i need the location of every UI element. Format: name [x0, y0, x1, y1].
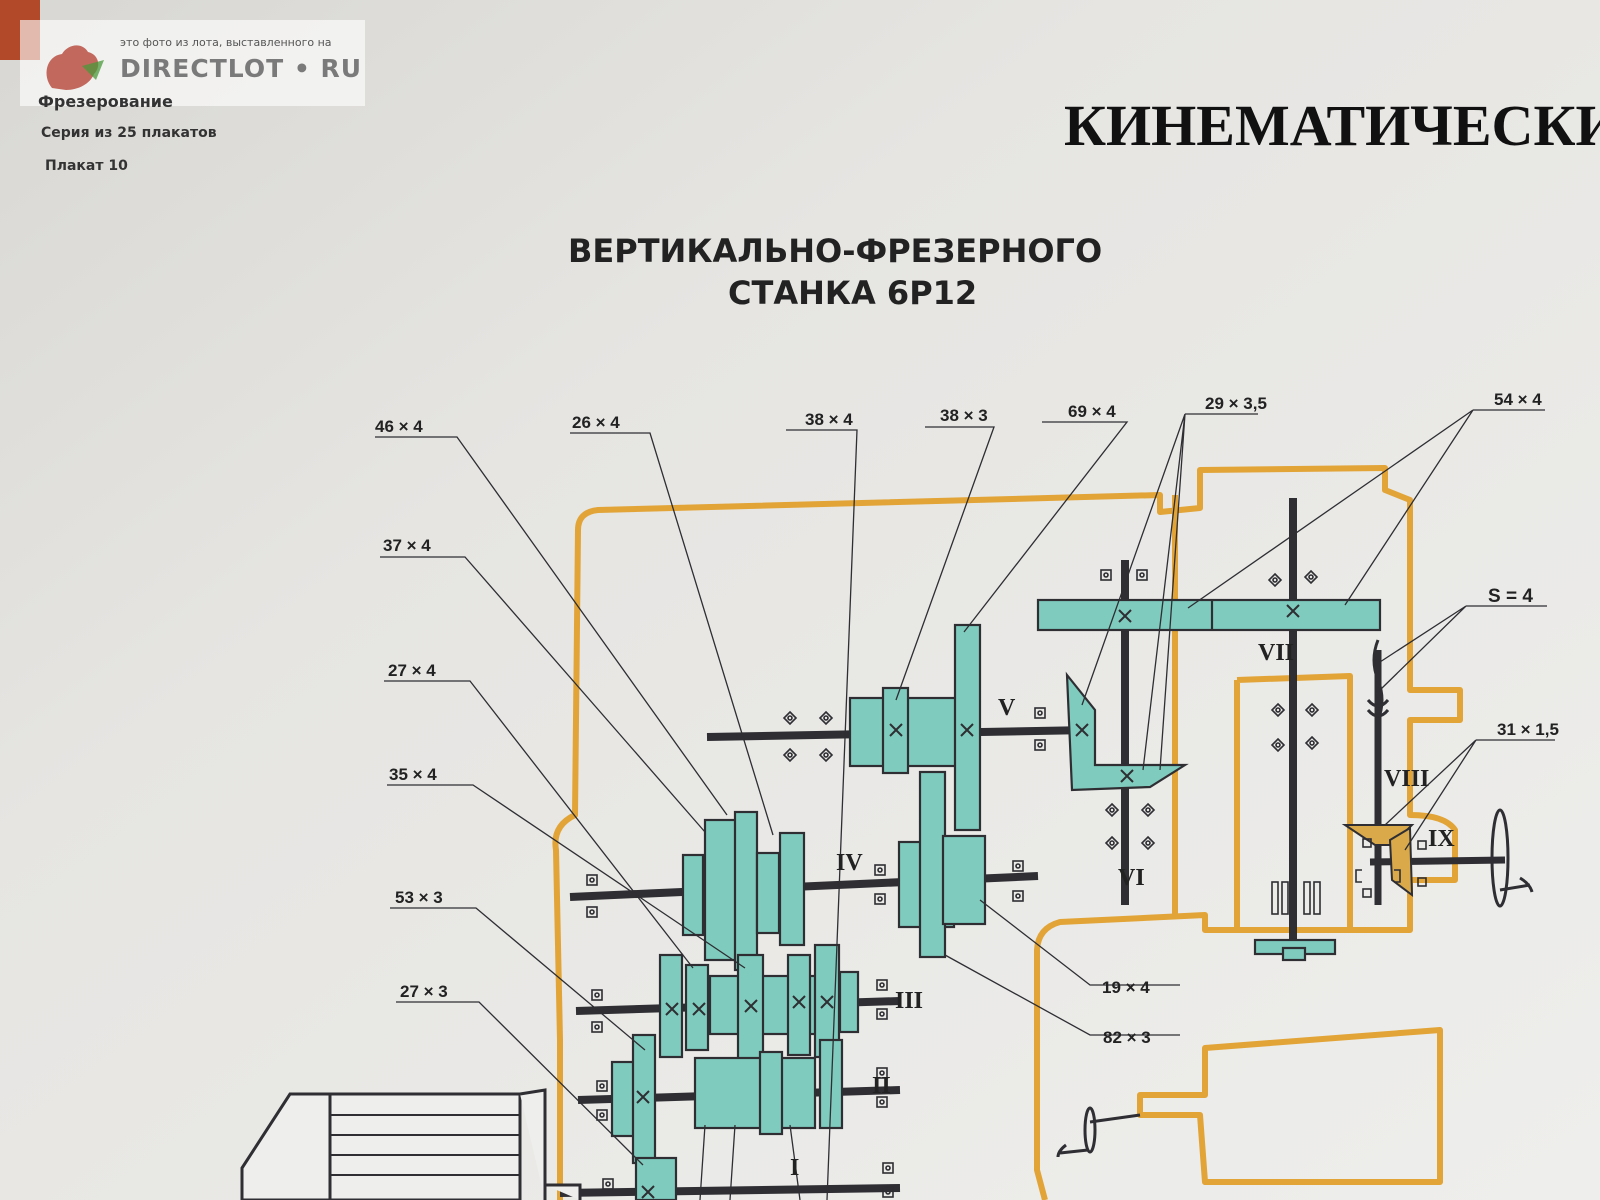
label-shaft-I: I — [790, 1155, 799, 1181]
gear-37x4 — [658, 953, 684, 1059]
label-s4: S = 4 — [1488, 586, 1533, 607]
gear-82x3 — [918, 770, 947, 959]
gear-69x4 — [953, 623, 982, 832]
gear-block-ii-b — [758, 1050, 784, 1136]
gear-block-iii-d — [838, 970, 860, 1034]
label-31x1-5: 31 × 1,5 — [1497, 720, 1559, 739]
gear-29x3-5-bevel — [1065, 671, 1189, 792]
label-29x3-5: 29 × 3,5 — [1205, 394, 1267, 413]
gear-block-iv-left — [681, 853, 705, 937]
subtitle-line2: СТАНКА 6Р12 — [728, 274, 978, 312]
handwheel-ix — [1455, 808, 1534, 908]
shaft-labels: I II III IV V VI VII VIII IX — [790, 640, 1455, 1181]
poster-number: Плакат 10 — [45, 158, 128, 174]
watermark-caption: это фото из лота, выставленного на — [120, 36, 332, 49]
label-38x3: 38 × 3 — [940, 406, 988, 425]
subject-label: Фрезерование — [38, 92, 173, 111]
label-shaft-VI: VI — [1118, 865, 1145, 891]
machine-frame-outline — [552, 465, 1463, 1200]
watermark-brand: DIRECTLOT • RU — [120, 54, 363, 83]
label-27x3: 27 × 3 — [400, 982, 448, 1001]
gear-54x4-pair — [1036, 598, 1382, 632]
label-53x3: 53 × 3 — [395, 888, 443, 907]
gear-labels: 46 × 4 26 × 4 38 × 4 38 × 3 69 × 4 29 × … — [375, 390, 1559, 1047]
handwheel-table — [1056, 1106, 1141, 1158]
page-title: КИНЕМАТИЧЕСКИ — [1064, 93, 1600, 158]
gear-block-ii-a — [610, 1060, 636, 1138]
squirrel-logo-icon — [46, 45, 104, 90]
label-27x4: 27 × 4 — [388, 661, 436, 680]
series-label: Серия из 25 плакатов — [41, 125, 217, 141]
gear-19x4 — [941, 834, 987, 926]
label-35x4: 35 × 4 — [389, 765, 437, 784]
leader-lines — [375, 409, 1555, 1200]
label-82x3: 82 × 3 — [1103, 1028, 1151, 1047]
subtitle-line1: ВЕРТИКАЛЬНО-ФРЕЗЕРНОГО — [568, 232, 1103, 270]
gears — [610, 598, 1382, 1200]
bearings — [586, 569, 1427, 1198]
gear-block-iii — [708, 974, 832, 1036]
label-69x4: 69 × 4 — [1068, 402, 1116, 421]
gear-35x4 — [736, 953, 765, 1065]
label-shaft-IX: IX — [1428, 826, 1455, 852]
gear-26x4-block — [733, 810, 759, 972]
label-shaft-VIII: VIII — [1384, 766, 1429, 792]
gear-38x4 — [778, 831, 806, 947]
gear-27x3 — [634, 1156, 678, 1200]
label-38x4: 38 × 4 — [805, 410, 853, 429]
gear-block-iv-mid — [755, 851, 781, 935]
label-54x4: 54 × 4 — [1494, 390, 1542, 409]
label-shaft-II: II — [872, 1073, 891, 1099]
spindle-nose — [1281, 946, 1307, 962]
label-46x4: 46 × 4 — [375, 417, 423, 436]
worm-s4 — [1366, 639, 1390, 721]
label-26x4: 26 × 4 — [572, 413, 620, 432]
label-shaft-III: III — [895, 988, 923, 1014]
label-shaft-VII: VII — [1258, 640, 1294, 666]
electric-motor — [240, 1088, 582, 1200]
gear-block-ii — [693, 1056, 817, 1130]
label-shaft-IV: IV — [836, 850, 863, 876]
label-19x4: 19 × 4 — [1102, 978, 1150, 997]
label-shaft-V: V — [998, 695, 1016, 721]
label-37x4: 37 × 4 — [383, 536, 431, 555]
gear-block-iii-b — [786, 953, 812, 1057]
watermark-banner: это фото из лота, выставленного на DIREC… — [20, 20, 365, 106]
